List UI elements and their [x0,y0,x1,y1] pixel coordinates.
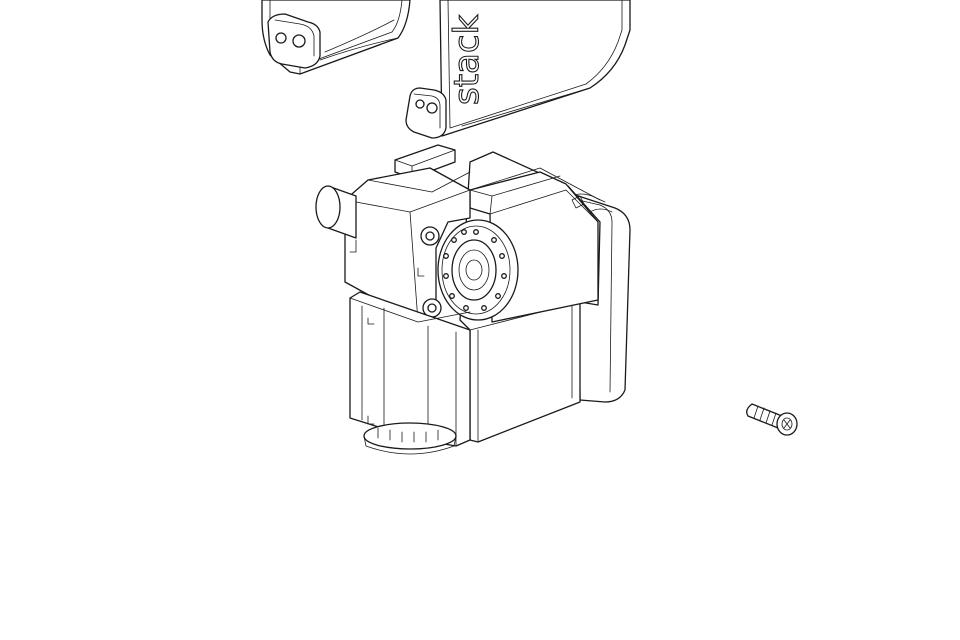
flange-bolt-holes [443,229,507,311]
servo-gearbox-assembly [315,144,631,455]
right-housing-part: stack [405,0,631,139]
socket-head-screw [746,403,798,436]
output-flange [437,219,519,321]
rear-shaft-cylinder [315,185,357,239]
front-gear-cover [344,167,471,323]
motor-body [349,291,471,455]
housing-mount-tab-left [267,13,321,69]
housing-mount-tab-right [405,87,447,139]
housing-embossed-text: stack [447,14,487,105]
left-housing-part [261,0,411,75]
